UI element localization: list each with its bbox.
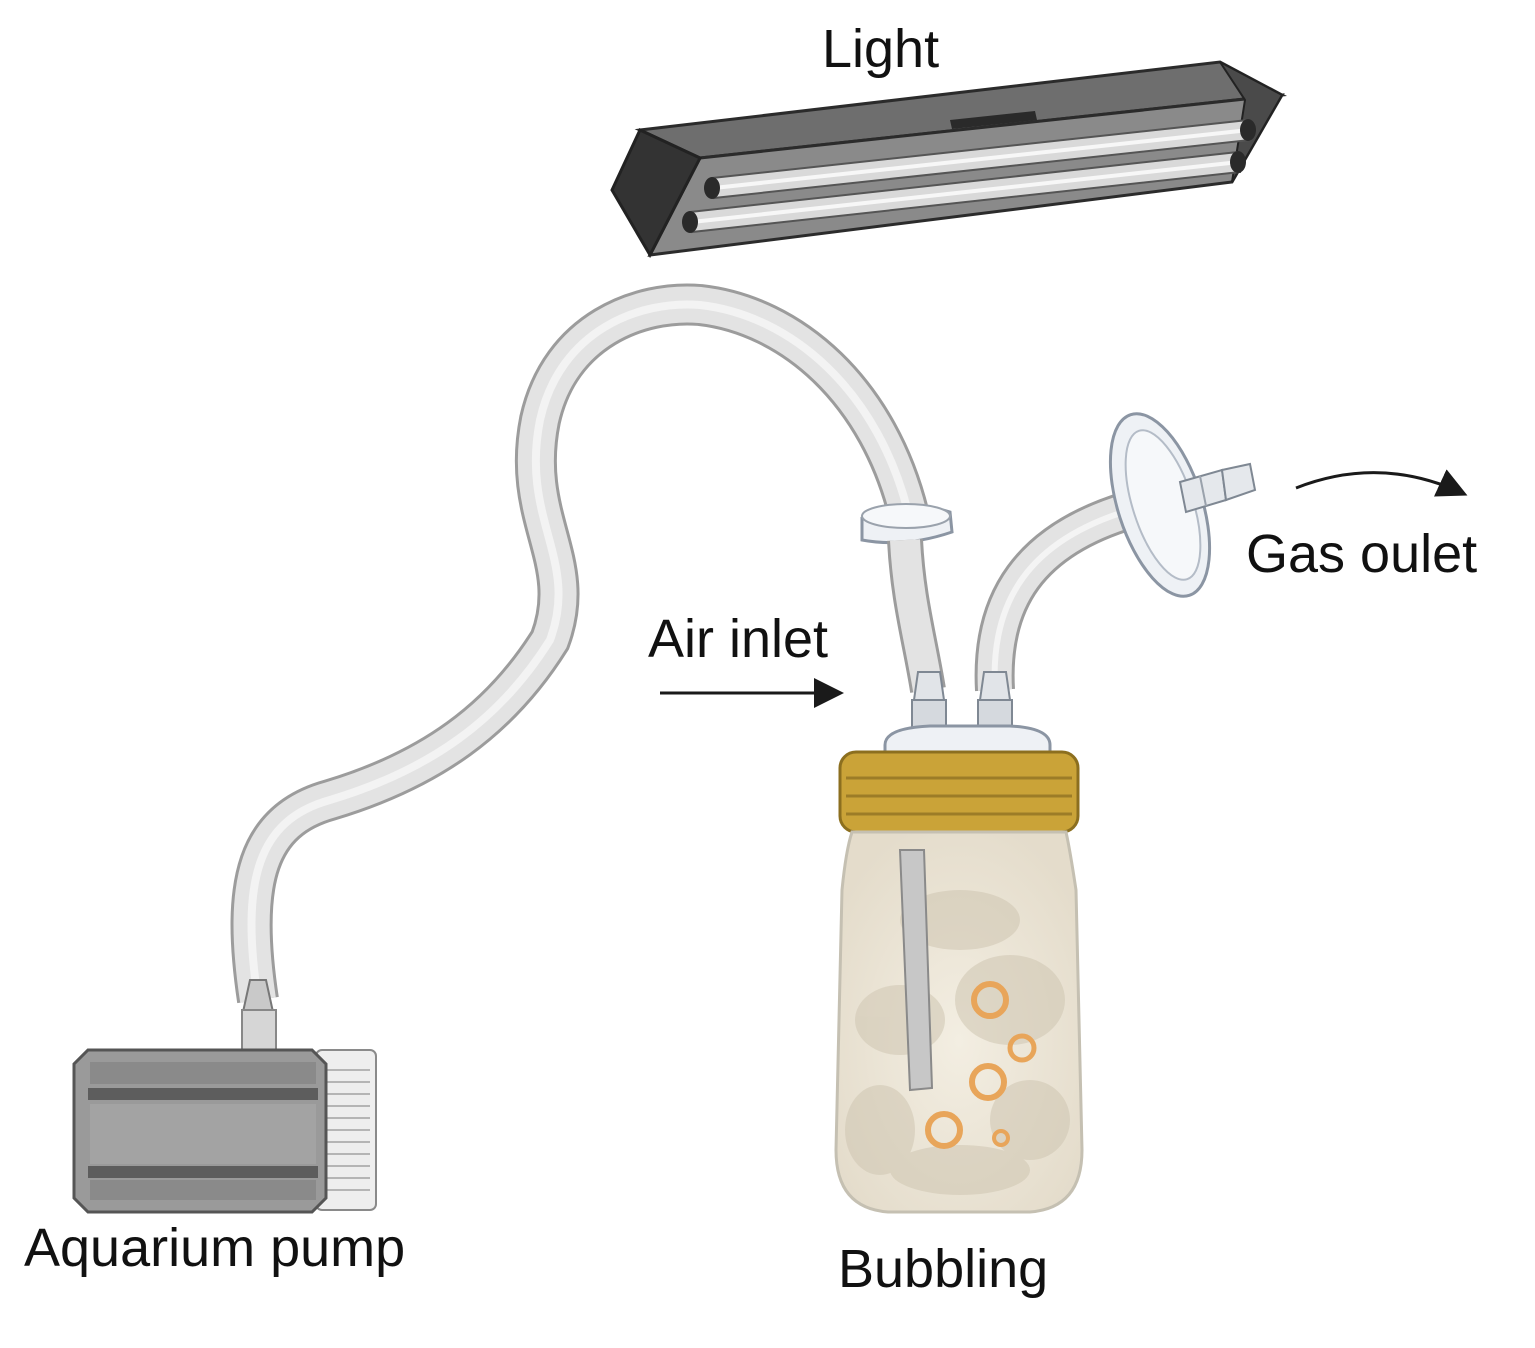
gas-filter xyxy=(1108,412,1257,598)
air-inlet-label: Air inlet xyxy=(648,609,829,669)
bubbling-label: Bubbling xyxy=(838,1239,1049,1299)
fluorescent-tube xyxy=(704,118,1256,200)
light-label: Light xyxy=(822,19,940,79)
gas-outlet-label: Gas oulet xyxy=(1246,524,1478,584)
outlet-tube xyxy=(974,490,1136,692)
bubbling-jar xyxy=(834,671,1084,1214)
aquarium-pump xyxy=(72,979,377,1214)
inlet-tube-segment xyxy=(887,539,946,693)
aquarium-pump-label: Aquarium pump xyxy=(24,1218,406,1278)
light-fixture xyxy=(610,60,1288,259)
gas-outlet-arrow xyxy=(1295,469,1468,497)
fluorescent-tube xyxy=(682,150,1246,234)
bubbles xyxy=(925,981,1037,1149)
inlet-filter xyxy=(860,503,954,545)
air-tube xyxy=(230,283,931,1004)
